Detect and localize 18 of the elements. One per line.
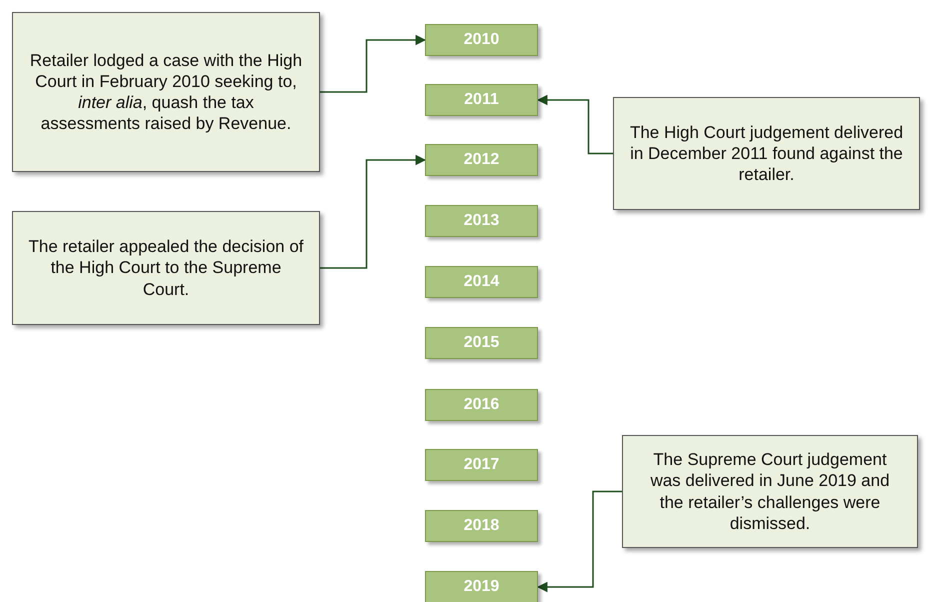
year-box: 2016: [425, 389, 538, 421]
callout-box: The High Court judgement delivered in December 2011 found against the retailer.: [613, 97, 920, 210]
arrow: [536, 94, 613, 154]
arrow: [536, 490, 622, 592]
year-box: 2014: [425, 266, 538, 298]
year-box: 2012: [425, 144, 538, 176]
year-box: 2013: [425, 205, 538, 237]
year-box: 2010: [425, 24, 538, 56]
callout-box: The Supreme Court judgement was delivered in June 2019 and the retailer’s challenges were dismissed.: [622, 435, 918, 548]
callout-box: The retailer appealed the decision of the High Court to the Supreme Court.: [12, 211, 320, 325]
year-box: 2019: [425, 571, 538, 602]
year-box: 2011: [425, 84, 538, 116]
arrow: [320, 34, 426, 93]
callout-box: Retailer lodged a case with the High Court in February 2010 seeking to, inter alia, quash the tax assessments raised by Revenue.: [12, 12, 320, 172]
year-box: 2017: [425, 449, 538, 481]
arrow: [320, 154, 426, 269]
year-box: 2015: [425, 327, 538, 359]
year-box: 2018: [425, 510, 538, 542]
